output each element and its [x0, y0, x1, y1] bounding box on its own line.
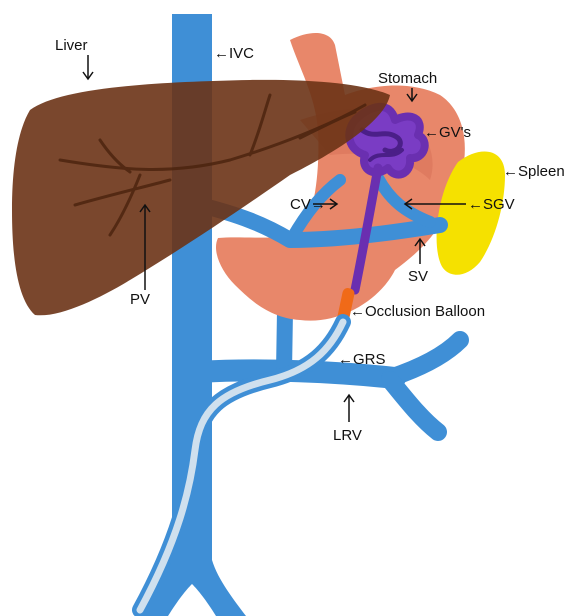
occlusion-balloon-label: ←Occlusion Balloon: [350, 303, 485, 320]
splenic-vein-label: SV: [408, 268, 428, 285]
left-renal-vein-label: LRV: [333, 427, 362, 444]
spleen-label: ←Spleen: [503, 163, 565, 180]
liver-label: Liver: [55, 37, 88, 54]
gastrorenal-shunt-label: ←GRS: [338, 351, 386, 368]
short-gastric-vein-label: ←SGV: [468, 196, 515, 213]
gastric-varices-label: ←GV's: [424, 124, 471, 141]
coronary-vein-label: CV→: [290, 196, 326, 213]
portal-vein-label: PV: [130, 291, 150, 308]
stomach-label: Stomach: [378, 70, 437, 87]
ivc-label: ←IVC: [214, 45, 254, 62]
